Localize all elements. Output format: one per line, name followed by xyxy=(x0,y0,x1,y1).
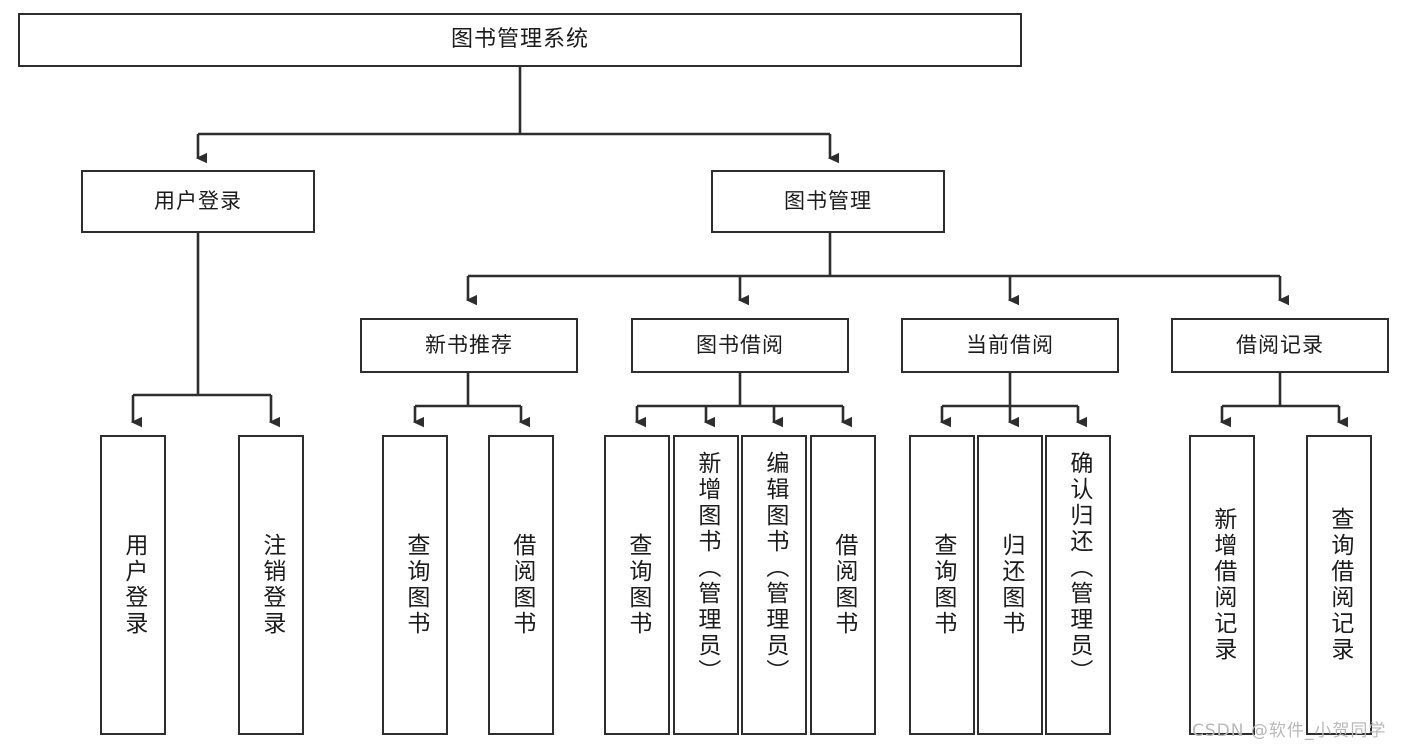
node-current-borrow[interactable]: 当前借阅 xyxy=(901,318,1119,373)
leaf-user-login-login[interactable]: 用户登录 xyxy=(100,435,166,735)
node-label: 借阅图书 xyxy=(508,533,535,637)
node-label: 新增借阅记录 xyxy=(1209,507,1236,663)
node-label: 确认归还（管理员） xyxy=(1065,451,1092,685)
leaf-borrow-query-book[interactable]: 查询图书 xyxy=(604,435,670,735)
leaf-current-query-book[interactable]: 查询图书 xyxy=(909,435,975,735)
leaf-borrow-add-book-admin[interactable]: 新增图书（管理员） xyxy=(673,435,739,735)
node-book-borrow[interactable]: 图书借阅 xyxy=(631,318,849,373)
node-new-book-recommend[interactable]: 新书推荐 xyxy=(360,318,578,373)
node-label: 图书管理 xyxy=(784,188,872,213)
leaf-new-book-query[interactable]: 查询图书 xyxy=(382,435,448,735)
node-root-system[interactable]: 图书管理系统 xyxy=(18,13,1022,67)
node-label: 新增图书（管理员） xyxy=(693,451,720,685)
node-label: 注销登录 xyxy=(258,533,285,637)
node-label: 新书推荐 xyxy=(425,332,513,357)
node-label: 借阅记录 xyxy=(1236,332,1324,357)
node-label: 查询图书 xyxy=(624,533,651,637)
node-user-login[interactable]: 用户登录 xyxy=(81,170,315,233)
node-book-management[interactable]: 图书管理 xyxy=(711,170,945,233)
node-label: 查询图书 xyxy=(402,533,429,637)
node-label: 编辑图书（管理员） xyxy=(761,451,788,685)
node-label: 图书管理系统 xyxy=(450,26,589,52)
leaf-borrow-borrow-book[interactable]: 借阅图书 xyxy=(810,435,876,735)
node-label: 查询借阅记录 xyxy=(1326,507,1353,663)
node-label: 用户登录 xyxy=(120,533,147,637)
leaf-current-confirm-return-admin[interactable]: 确认归还（管理员） xyxy=(1045,435,1111,735)
leaf-current-return-book[interactable]: 归还图书 xyxy=(977,435,1043,735)
node-borrow-record[interactable]: 借阅记录 xyxy=(1171,318,1389,373)
node-label: 用户登录 xyxy=(154,188,242,213)
leaf-record-query-record[interactable]: 查询借阅记录 xyxy=(1306,435,1372,735)
leaf-borrow-edit-book-admin[interactable]: 编辑图书（管理员） xyxy=(741,435,807,735)
leaf-new-book-borrow[interactable]: 借阅图书 xyxy=(488,435,554,735)
node-label: 借阅图书 xyxy=(830,533,857,637)
node-label: 归还图书 xyxy=(997,533,1024,637)
leaf-record-add-record[interactable]: 新增借阅记录 xyxy=(1189,435,1255,735)
leaf-user-login-logout[interactable]: 注销登录 xyxy=(238,435,304,735)
node-label: 图书借阅 xyxy=(696,332,784,357)
node-label: 查询图书 xyxy=(929,533,956,637)
node-label: 当前借阅 xyxy=(966,332,1054,357)
